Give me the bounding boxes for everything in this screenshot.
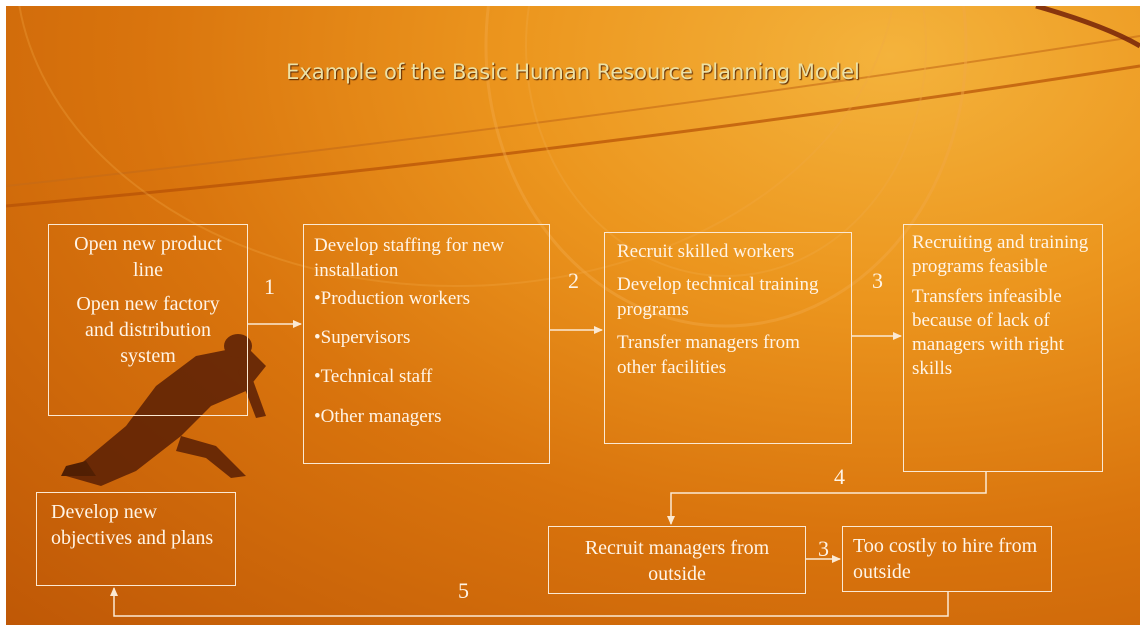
box-develop-staffing: Develop staffing for new installation •P… xyxy=(303,224,550,464)
step-number-2: 2 xyxy=(568,268,579,293)
step-number-4: 4 xyxy=(834,464,845,489)
slide: Example of the Basic Human Resource Plan… xyxy=(6,6,1140,625)
box-line: Recruiting and training programs feasibl… xyxy=(912,232,1089,277)
box-recruit-managers-outside: Recruit managers from outside xyxy=(548,526,806,594)
box-open-new-product-line: Open new product line Open new factory a… xyxy=(48,224,248,416)
box-line: Too costly to hire from outside xyxy=(853,535,1038,583)
sprinter-silhouette xyxy=(61,334,266,486)
box-line: Recruit managers from outside xyxy=(584,537,770,585)
arrow-5 xyxy=(110,587,949,617)
background-decoration xyxy=(6,6,1140,486)
box-line: Transfer managers from other facilities xyxy=(617,332,800,378)
box-too-costly: Too costly to hire from outside xyxy=(842,526,1052,592)
step-number-1: 1 xyxy=(264,274,275,299)
arrow-4 xyxy=(667,472,987,525)
box-line: Develop new objectives and plans xyxy=(51,501,214,549)
box-recruiting-feasible: Recruiting and training programs feasibl… xyxy=(903,224,1103,472)
box-line: Open new factory and distribution system xyxy=(76,293,220,367)
box-line: •Other managers xyxy=(314,406,442,427)
box-line: Open new product line xyxy=(74,233,222,281)
connector-arrows xyxy=(110,320,987,617)
step-number-5: 5 xyxy=(458,578,469,603)
step-number-3: 3 xyxy=(872,268,883,293)
box-line: •Supervisors xyxy=(314,327,411,348)
box-line: Develop technical training programs xyxy=(617,274,819,320)
box-line: •Technical staff xyxy=(314,366,433,387)
box-develop-new-objectives: Develop new objectives and plans xyxy=(36,492,236,586)
box-line: Transfers infeasible because of lack of … xyxy=(912,286,1064,379)
box-recruit-skilled-workers: Recruit skilled workers Develop technica… xyxy=(604,232,852,444)
step-number-3-lower: 3 xyxy=(818,536,829,561)
box-line: Develop staffing for new installation xyxy=(314,235,505,281)
diagram-title: Example of the Basic Human Resource Plan… xyxy=(286,60,860,84)
box-line: Recruit skilled workers xyxy=(617,241,795,262)
box-line: •Production workers xyxy=(314,288,470,309)
